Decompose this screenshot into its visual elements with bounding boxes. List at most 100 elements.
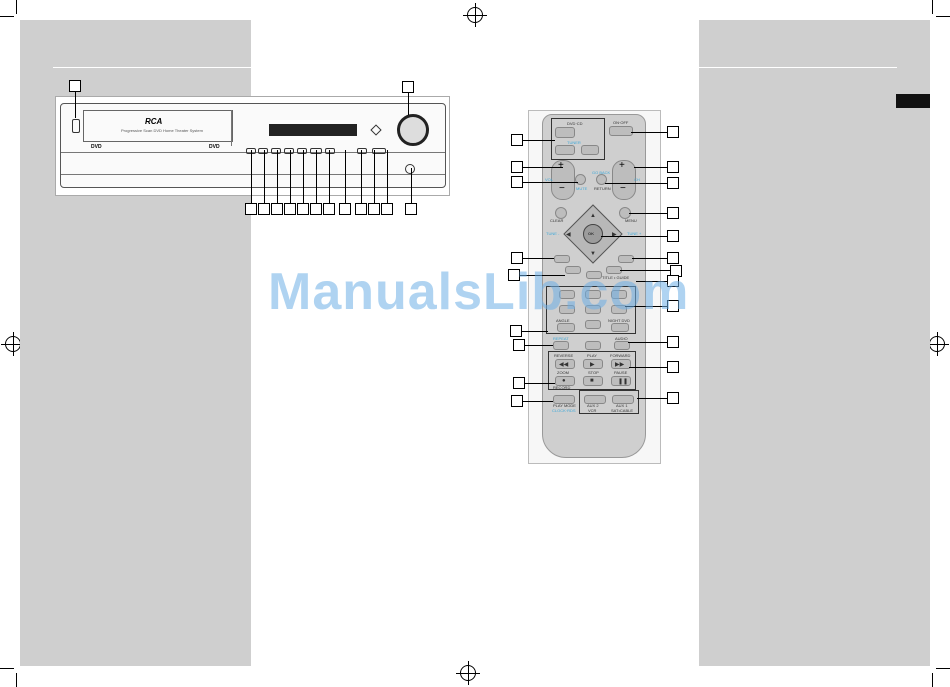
volume-knob[interactable] (397, 114, 429, 146)
front-button[interactable] (325, 148, 335, 154)
front-button[interactable] (271, 148, 281, 154)
crop-mark (932, 673, 933, 687)
bottom-strip (61, 174, 445, 175)
number-button[interactable] (585, 320, 601, 329)
night-button[interactable] (611, 323, 629, 332)
dvd-cd-button[interactable] (555, 127, 575, 138)
dvd-cd-label: DVD·CD (567, 121, 583, 126)
front-button[interactable] (284, 148, 294, 154)
callout-box (245, 203, 257, 215)
forward-button[interactable]: ▶▶ (611, 359, 631, 369)
model-text: Progressive Scan DVD Home Theater System (121, 128, 203, 133)
return-button[interactable] (596, 174, 607, 185)
number-button[interactable] (585, 305, 601, 314)
record-button[interactable]: ● (555, 376, 575, 386)
arrow-left-icon: ◀ (566, 232, 571, 238)
pause-label: PAUSE (614, 370, 628, 375)
callout-box (405, 203, 417, 215)
play-button[interactable]: ▶ (583, 359, 603, 369)
ok-label: OK (588, 231, 594, 236)
callout-box (513, 377, 525, 389)
callout-leader (525, 345, 553, 346)
play-mode-button[interactable] (553, 395, 575, 404)
remote-button[interactable] (585, 341, 601, 350)
remote-button[interactable] (618, 255, 634, 263)
menu-label: MENU (625, 218, 637, 223)
front-button[interactable] (357, 148, 367, 154)
number-button[interactable] (611, 290, 627, 299)
number-button[interactable] (559, 305, 575, 314)
angle-button[interactable] (557, 323, 575, 332)
forward-label: FORWARD (610, 353, 631, 358)
callout-leader (303, 150, 304, 203)
crop-mark (936, 668, 950, 669)
callout-box (667, 207, 679, 219)
remote-button[interactable] (586, 271, 602, 279)
on-off-button[interactable] (609, 126, 633, 136)
tune-minus-label: TUNE - (546, 231, 560, 236)
front-button[interactable] (372, 148, 386, 154)
repeat-label: REPEAT (553, 336, 569, 341)
reverse-button[interactable]: ◀◀ (555, 359, 575, 369)
callout-leader (523, 182, 578, 183)
callout-box (297, 203, 309, 215)
headphone-jack (405, 164, 415, 174)
mute-button[interactable] (575, 174, 586, 185)
callout-leader (632, 258, 667, 259)
front-button[interactable] (258, 148, 268, 154)
aux2-button[interactable] (584, 395, 606, 404)
callout-leader (601, 236, 667, 237)
ok-button[interactable] (583, 224, 603, 244)
remote-button[interactable] (565, 266, 581, 274)
number-button[interactable] (585, 290, 601, 299)
mute-label: MUTE (576, 186, 588, 191)
transport-block (548, 351, 636, 390)
callout-box (667, 161, 679, 173)
vol-rocker[interactable] (551, 160, 575, 200)
aux-block (579, 390, 639, 414)
callout-leader (629, 367, 667, 368)
arrow-down-icon: ▼ (590, 251, 596, 257)
tuner-button[interactable] (555, 145, 575, 155)
crop-mark (0, 668, 14, 669)
brand-logo: RCA (145, 117, 163, 126)
callout-box (284, 203, 296, 215)
callout-box (667, 300, 679, 312)
callout-box (510, 325, 522, 337)
pause-button[interactable]: ❚❚ (611, 376, 631, 386)
stop-icon: ■ (590, 378, 594, 384)
callout-leader (361, 150, 362, 203)
ch-up-icon: + (619, 160, 625, 171)
callout-box (271, 203, 283, 215)
audio-button[interactable] (614, 341, 630, 350)
fast-forward-icon: ▶▶ (615, 362, 625, 368)
clear-button[interactable] (555, 207, 567, 219)
number-button[interactable] (559, 290, 575, 299)
night-label: NIGHT DVD (608, 318, 630, 323)
display-border (231, 110, 432, 146)
stop-button[interactable]: ■ (583, 376, 603, 386)
callout-leader (523, 167, 563, 168)
callout-box (513, 339, 525, 351)
crop-mark (16, 0, 17, 14)
callout-box (355, 203, 367, 215)
callout-leader (374, 150, 375, 203)
reverse-label: REVERSE (554, 353, 574, 358)
play-icon: ▶ (590, 362, 595, 368)
crop-mark (16, 673, 17, 687)
remote-button[interactable] (554, 255, 570, 263)
repeat-button[interactable] (553, 341, 569, 350)
callout-box (511, 252, 523, 264)
callout-leader (277, 150, 278, 203)
power-button[interactable] (72, 119, 80, 133)
return-label: RETURN (594, 186, 611, 191)
registration-mark-bottom (456, 661, 480, 685)
ch-rocker[interactable] (612, 160, 636, 200)
source-button[interactable] (581, 145, 599, 155)
aux1-button[interactable] (612, 395, 634, 404)
front-button[interactable] (297, 148, 307, 154)
number-button[interactable] (611, 305, 627, 314)
sidebar-rule (53, 67, 251, 68)
vol-label: VOL (545, 177, 554, 182)
angle-label: ANGLE (556, 318, 570, 323)
